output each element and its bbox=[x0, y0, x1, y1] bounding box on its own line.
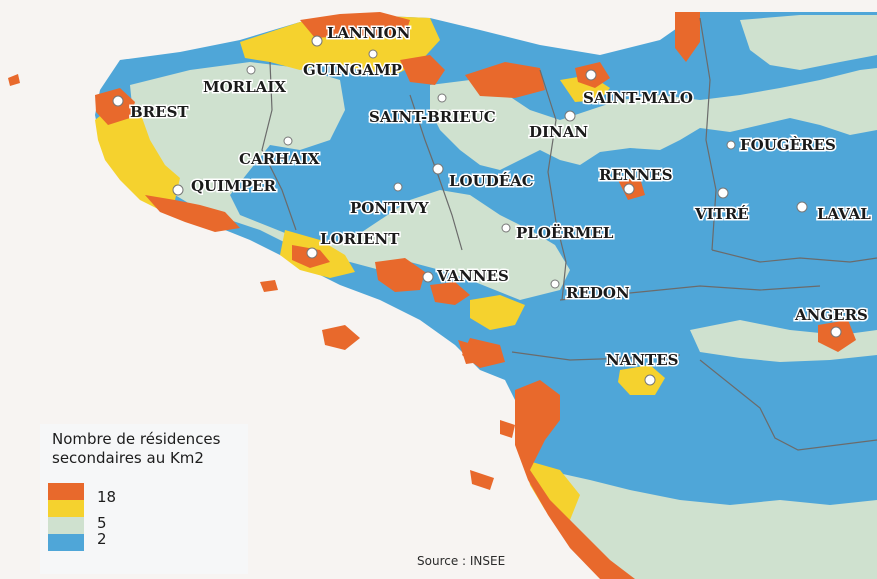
island-ouessant bbox=[8, 74, 20, 86]
city-dot-rennes bbox=[623, 183, 635, 195]
city-label-lorient: LORIENT bbox=[320, 230, 400, 248]
city-label-dinan: DINAN bbox=[529, 123, 588, 141]
land-yellow-vilaine bbox=[470, 295, 525, 330]
island-re bbox=[470, 470, 494, 490]
city-label-saint-malo: SAINT-MALO bbox=[583, 89, 693, 107]
city-label-vannes: VANNES bbox=[436, 267, 509, 285]
city-dot-quimper bbox=[172, 184, 184, 196]
city-dot-brest bbox=[112, 95, 124, 107]
city-label-carhaix: CARHAIX bbox=[239, 150, 320, 168]
legend-swatch-blue bbox=[48, 534, 84, 551]
city-label-rennes: RENNES bbox=[599, 166, 673, 184]
legend-swatch-yellow bbox=[48, 500, 84, 517]
city-dot-loudeac bbox=[432, 163, 444, 175]
land-orange-guingamp bbox=[400, 55, 445, 85]
city-label-morlaix: MORLAIX bbox=[203, 78, 286, 96]
city-label-ploermel: PLOËRMEL bbox=[516, 223, 614, 242]
department-borders bbox=[261, 17, 877, 451]
land-yellow-coast bbox=[525, 460, 580, 520]
city-dot-saint-brieuc bbox=[437, 93, 447, 103]
island-belle-ile bbox=[322, 325, 360, 350]
city-label-guingamp: GUINGAMP bbox=[303, 61, 402, 79]
land-orange-east bbox=[675, 12, 700, 62]
city-dot-vitre bbox=[717, 187, 729, 199]
city-dot-lannion bbox=[311, 35, 323, 47]
land-blue-region bbox=[95, 12, 877, 579]
land-orange-stbrieuc bbox=[465, 62, 545, 98]
land-yellow-nantes bbox=[618, 365, 665, 395]
island-yeu bbox=[500, 420, 515, 438]
land-orange-north bbox=[300, 12, 410, 38]
city-label-lannion: LANNION bbox=[327, 24, 411, 42]
legend-title: Nombre de résidences secondaires au Km2 bbox=[52, 430, 220, 468]
island-noirmoutier bbox=[458, 340, 480, 364]
land-green-south bbox=[545, 470, 877, 579]
city-labels: LANNION GUINGAMP MORLAIX BREST SAINT-BRI… bbox=[129, 23, 873, 371]
land-orange-finistere-sud bbox=[145, 195, 240, 232]
city-dot-nantes bbox=[644, 374, 656, 386]
legend-value-2: 2 bbox=[97, 530, 107, 548]
land-orange-brest bbox=[95, 88, 135, 125]
legend-swatch-orange bbox=[48, 483, 84, 500]
source-text: Source : INSEE bbox=[417, 554, 506, 568]
city-dot-morlaix bbox=[246, 65, 256, 75]
city-label-saint-brieuc: SAINT-BRIEUC bbox=[369, 108, 496, 126]
city-dot-fougeres bbox=[726, 140, 736, 150]
city-markers bbox=[112, 35, 842, 386]
legend-title-line1: Nombre de résidences bbox=[52, 430, 221, 448]
legend-swatch-green bbox=[48, 517, 84, 534]
city-label-quimper: QUIMPER bbox=[191, 177, 276, 195]
land-yellow-west bbox=[95, 100, 180, 210]
city-label-pontivy: PONTIVY bbox=[350, 199, 429, 217]
city-label-loudeac: LOUDÉAC bbox=[449, 172, 534, 190]
legend-value-5: 5 bbox=[97, 514, 107, 532]
land-green-east bbox=[740, 15, 877, 70]
city-label-nantes: NANTES bbox=[606, 351, 679, 369]
city-label-angers: ANGERS bbox=[794, 306, 868, 324]
land-orange-rhuys bbox=[430, 282, 470, 305]
city-label-fougeres: FOUGÈRES bbox=[740, 136, 836, 154]
land-green-loire bbox=[690, 320, 877, 362]
city-dot-ploermel bbox=[501, 223, 511, 233]
city-dot-dinan bbox=[564, 110, 576, 122]
city-dot-angers bbox=[830, 326, 842, 338]
city-label-redon: REDON bbox=[566, 284, 630, 302]
city-dot-lorient bbox=[306, 247, 318, 259]
legend-value-18: 18 bbox=[97, 488, 117, 506]
city-label-laval: LAVAL bbox=[817, 205, 871, 223]
legend-title-line2: secondaires au Km2 bbox=[52, 449, 204, 467]
land-orange-vannes bbox=[375, 258, 425, 292]
city-dot-redon bbox=[550, 279, 560, 289]
land-green-west bbox=[130, 62, 570, 300]
city-dot-pontivy bbox=[393, 182, 403, 192]
city-dot-saint-malo bbox=[585, 69, 597, 81]
land-orange-vendee bbox=[515, 380, 635, 579]
city-dot-carhaix bbox=[283, 136, 293, 146]
island-groix bbox=[260, 280, 278, 292]
city-dot-guingamp bbox=[368, 49, 378, 59]
city-dot-laval bbox=[796, 201, 808, 213]
city-label-brest: BREST bbox=[130, 103, 189, 121]
land-green-north bbox=[430, 68, 877, 170]
city-dot-vannes bbox=[422, 271, 434, 283]
city-label-vitre: VITRÉ bbox=[694, 205, 749, 223]
